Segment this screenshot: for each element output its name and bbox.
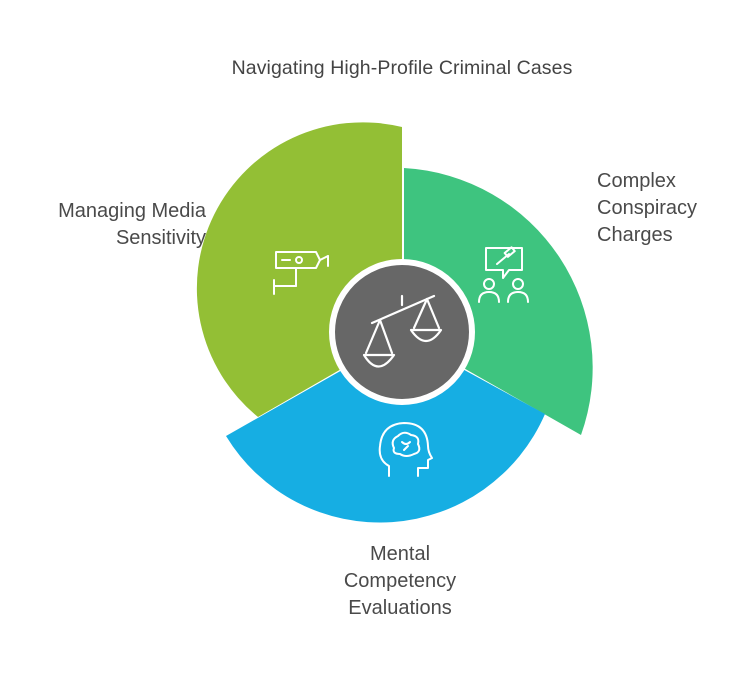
cctv-camera-icon bbox=[273, 251, 329, 295]
center-hub bbox=[329, 259, 475, 405]
people-discussion-gavel-icon bbox=[478, 246, 529, 303]
segment-mental-competency bbox=[226, 336, 545, 523]
head-brain-icon bbox=[378, 422, 433, 477]
diagram-title: Navigating High-Profile Criminal Cases bbox=[231, 57, 573, 79]
label-mental-competency: Mental Competency Evaluations bbox=[343, 543, 457, 619]
label-media-sensitivity: Managing Media Sensitivity bbox=[58, 200, 206, 249]
scales-of-justice-icon bbox=[362, 294, 443, 368]
label-conspiracy-charges: Complex Conspiracy Charges bbox=[597, 170, 698, 246]
